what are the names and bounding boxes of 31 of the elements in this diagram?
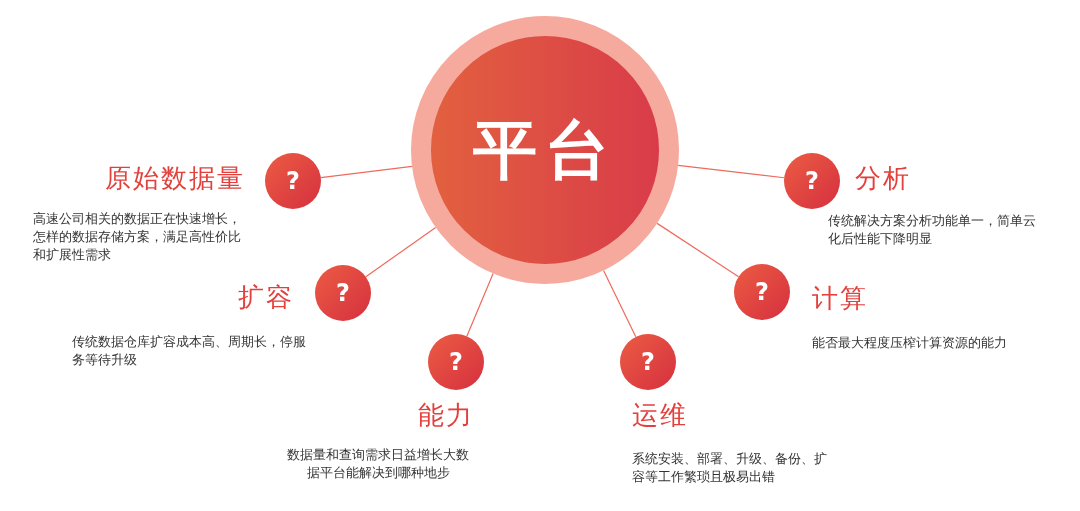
question-mark: ? <box>449 348 463 376</box>
description-text: 能否最大程度压榨计算资源的能力 <box>812 334 1008 352</box>
heading-text: 计算 <box>812 283 868 315</box>
question-mark: ? <box>805 167 819 195</box>
question-circle <box>265 153 321 209</box>
question-mark: ? <box>641 348 655 376</box>
question-mark: ? <box>336 279 350 307</box>
description-text: 传统数据仓库扩容成本高、周期长，停服务等待升级 <box>72 333 307 369</box>
heading-text: 原始数据量 <box>105 163 245 195</box>
question-circle <box>620 334 676 390</box>
question-circle <box>428 334 484 390</box>
connector-line <box>365 226 437 278</box>
connector-line <box>320 165 413 179</box>
title-text: 平台 <box>473 111 617 189</box>
heading-text: 分析 <box>855 163 911 195</box>
connector-line <box>466 272 494 337</box>
description-text: 高速公司相关的数据正在快速增长，怎样的数据存储方案，满足高性价比和扩展性需求 <box>33 210 242 264</box>
description-text: 数据量和查询需求日益增长大数据平台能解决到哪种地步 <box>286 446 470 482</box>
question-mark: ? <box>755 278 769 306</box>
heading-text: 能力 <box>418 400 474 432</box>
connector-line <box>656 222 740 278</box>
question-circle <box>315 265 371 321</box>
question-circle <box>734 264 790 320</box>
question-circle <box>784 153 840 209</box>
description-text: 系统安装、部署、升级、备份、扩容等工作繁琐且极易出错 <box>632 450 828 486</box>
description-text: 传统解决方案分析功能单一，简单云化后性能下降明显 <box>828 212 1037 248</box>
heading-text: 运维 <box>632 400 688 432</box>
connector-line <box>602 269 637 338</box>
connector-line <box>677 164 785 179</box>
question-mark: ? <box>286 167 300 195</box>
heading-text: 扩容 <box>238 282 294 314</box>
